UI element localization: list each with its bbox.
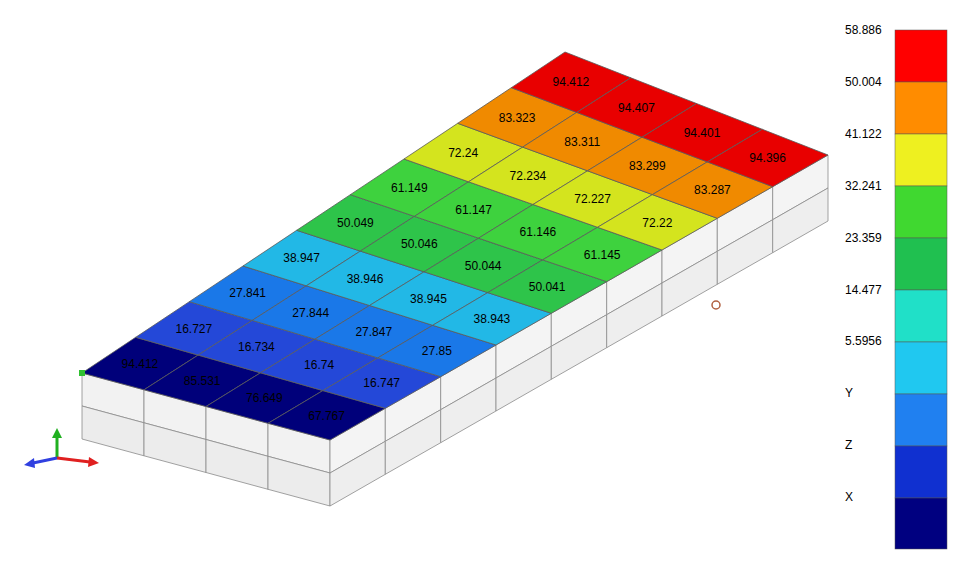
element-value: 67.767 — [308, 410, 345, 422]
color-band — [895, 238, 947, 290]
element-value: 61.146 — [520, 226, 557, 238]
element-value: 27.844 — [292, 307, 329, 319]
side-element — [773, 188, 828, 253]
element-value: 16.74 — [304, 359, 334, 371]
element-value: 16.734 — [238, 341, 275, 353]
element-value: 83.323 — [499, 112, 536, 124]
element-value: 38.947 — [283, 252, 320, 264]
element-value: 94.407 — [618, 102, 655, 114]
side-element — [144, 423, 206, 473]
legend-value: X — [845, 491, 853, 503]
side-element — [82, 406, 144, 456]
color-band — [895, 290, 947, 342]
node-marker — [712, 301, 720, 309]
legend-value: Z — [845, 439, 852, 451]
legend-value: 58.886 — [845, 24, 882, 36]
color-band — [895, 342, 947, 394]
element-value: 72.227 — [574, 193, 611, 205]
element-value: 61.147 — [455, 204, 492, 216]
z-arrowhead — [24, 458, 35, 468]
color-band — [895, 134, 947, 186]
element-value: 16.727 — [175, 323, 212, 335]
x-axis — [57, 458, 90, 462]
side-element — [717, 220, 772, 285]
legend-value: 41.122 — [845, 128, 882, 140]
element-value: 27.847 — [355, 326, 392, 338]
side-element — [330, 441, 385, 506]
side-element — [607, 283, 662, 348]
element-value: 76.649 — [246, 392, 283, 404]
node-marker — [79, 370, 85, 376]
legend-value: 5.5956 — [845, 335, 882, 347]
side-element — [268, 456, 330, 506]
y-arrowhead — [52, 428, 62, 438]
element-value: 83.311 — [564, 136, 600, 148]
element-value: 50.049 — [337, 217, 374, 229]
z-axis — [33, 458, 57, 463]
element-value: 72.234 — [510, 170, 547, 182]
color-band — [895, 82, 947, 134]
element-value: 61.149 — [391, 182, 428, 194]
color-bar — [895, 30, 947, 549]
legend-value: Y — [845, 387, 853, 399]
side-element — [206, 440, 268, 490]
element-value: 85.531 — [184, 375, 221, 387]
element-value: 72.24 — [448, 147, 478, 159]
color-band — [895, 30, 947, 82]
element-value: 72.22 — [642, 217, 672, 229]
element-value: 94.412 — [122, 358, 159, 370]
side-element — [385, 410, 440, 475]
element-value: 50.044 — [465, 260, 502, 272]
element-value: 50.041 — [529, 281, 566, 293]
legend-value: 14.477 — [845, 284, 882, 296]
color-band — [895, 446, 947, 498]
element-value: 38.946 — [347, 273, 384, 285]
legend-value: 50.004 — [845, 76, 882, 88]
side-element — [496, 346, 551, 411]
y-axis — [56, 436, 59, 458]
element-value: 61.145 — [584, 249, 621, 261]
color-band — [895, 498, 947, 549]
element-value: 27.841 — [229, 287, 266, 299]
x-arrowhead — [88, 457, 99, 467]
axis-triad — [24, 428, 99, 468]
element-value: 38.945 — [410, 293, 447, 305]
element-value: 94.412 — [553, 76, 590, 88]
side-element — [441, 378, 496, 443]
element-value: 83.287 — [694, 184, 731, 196]
color-band — [895, 186, 947, 238]
element-value: 38.943 — [474, 313, 511, 325]
legend-value: 32.241 — [845, 180, 882, 192]
element-value: 16.747 — [363, 377, 400, 389]
element-value: 83.299 — [629, 160, 666, 172]
contour-element — [707, 129, 828, 186]
fe-model — [79, 52, 828, 506]
element-value: 50.046 — [401, 238, 438, 250]
element-value: 94.396 — [749, 152, 786, 164]
side-element — [662, 251, 717, 316]
legend-value: 23.359 — [845, 232, 882, 244]
color-band — [895, 394, 947, 446]
element-value: 27.85 — [422, 345, 452, 357]
element-value: 94.401 — [684, 127, 721, 139]
side-element — [551, 315, 606, 380]
